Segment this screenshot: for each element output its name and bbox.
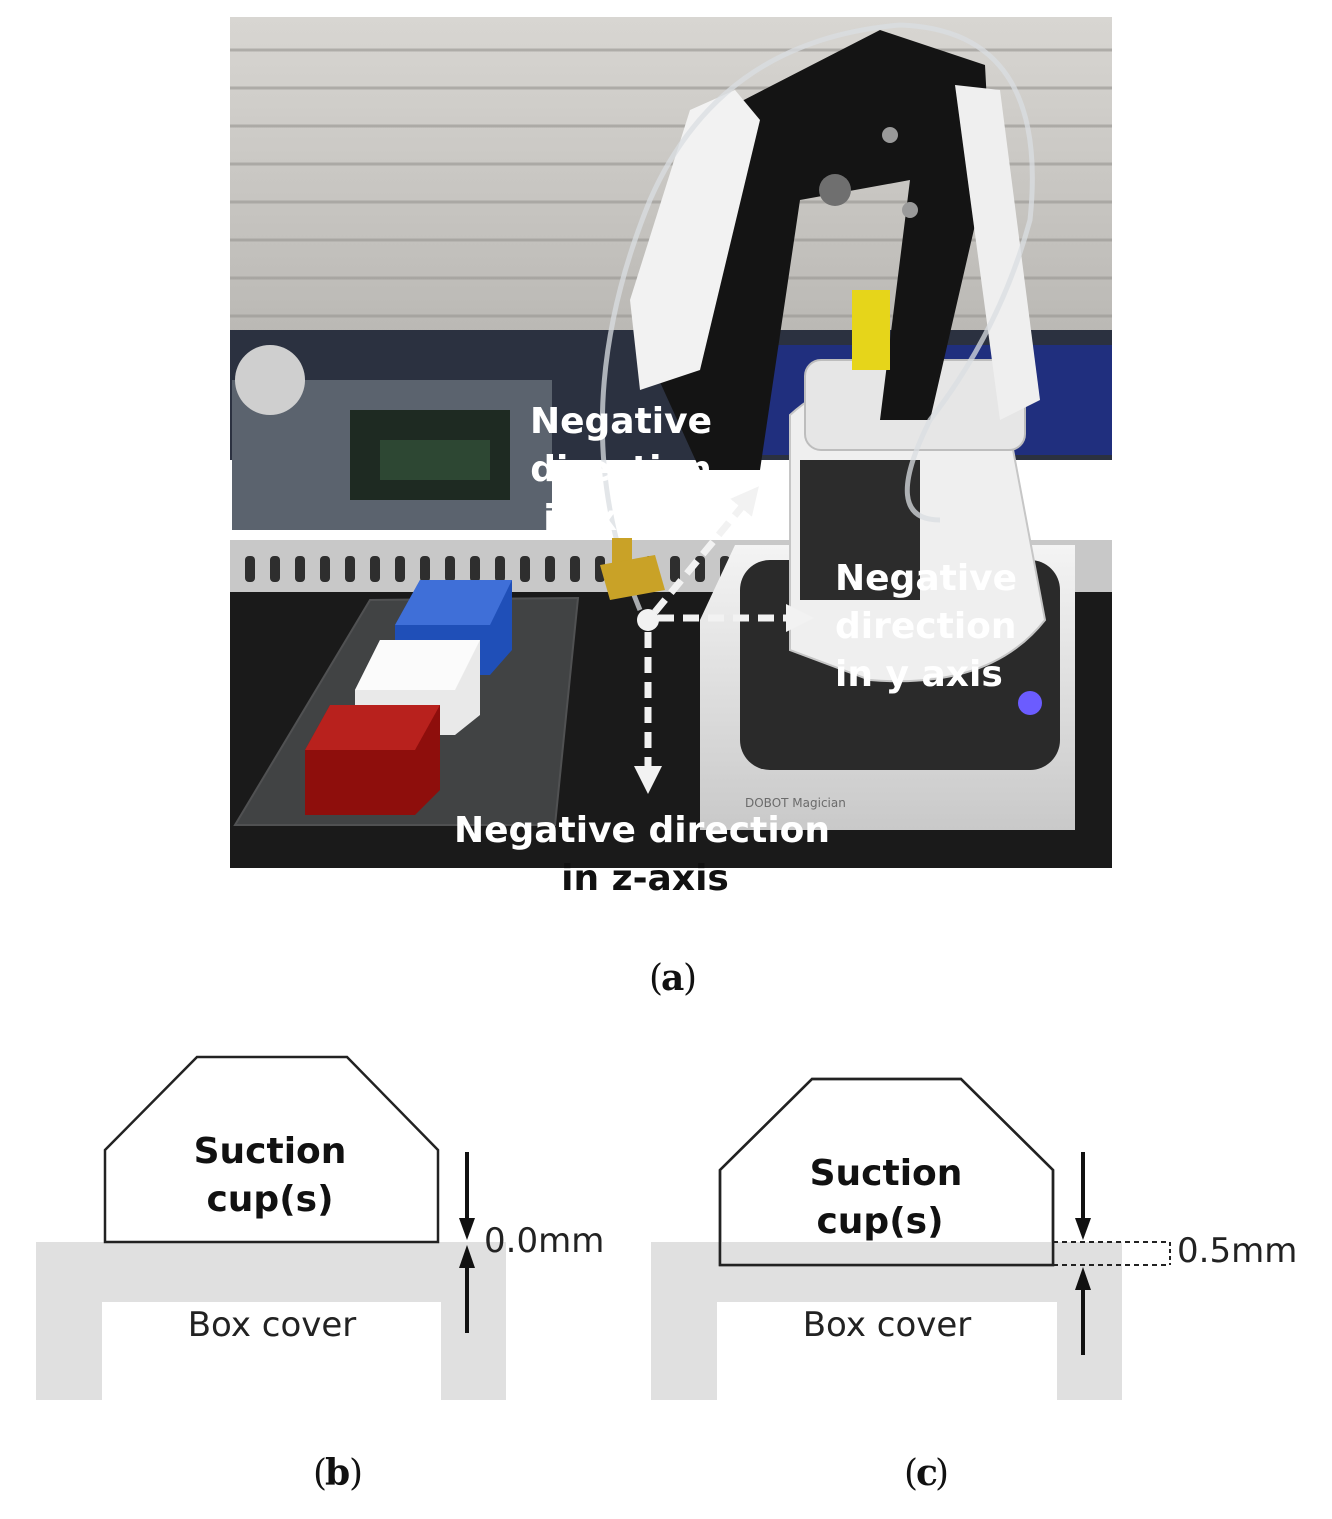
z-axis-label-line2: in z-axis [561,858,729,899]
y-axis-label: Negative direction in y axis [835,558,1017,695]
overlap-region-c [721,1242,1052,1264]
caption-b: ( b ) [313,1452,363,1494]
caption-b-open: ( [313,1453,327,1494]
suction-cup-label-c-line1: Suction [810,1153,963,1194]
x-axis-label-line3: in x axis [543,498,711,539]
box-cover-label-b: Box cover [188,1305,357,1345]
y-axis-label-line3: in y axis [835,654,1003,695]
origin-point [637,609,659,631]
x-axis-label-line2: direction [530,449,712,490]
caption-a-letter: a [661,957,684,999]
gap-label-c: 0.5mm [1177,1231,1297,1271]
caption-a-close: ) [683,958,697,999]
caption-a-open: ( [649,958,663,999]
suction-cup-label-b-line2: cup(s) [206,1179,333,1220]
box-cover-c [651,1242,1122,1400]
gap-label-b: 0.0mm [484,1221,604,1261]
caption-a: ( a ) [649,957,697,999]
block-red [305,705,440,815]
panel-b: Box cover Suction cup(s) 0.0mm [36,1055,604,1400]
suction-cup-label-b-line1: Suction [194,1131,347,1172]
caption-c: ( c ) [904,1452,949,1494]
x-axis-label: Negative direction in x axis [530,401,712,539]
gap-arrowhead-top-b [459,1218,475,1240]
gap-arrowhead-bottom-c [1075,1267,1091,1290]
robot-base-label: DOBOT Magician [745,796,846,810]
panel-c: Box cover Suction cup(s) 0.5mm [651,1077,1297,1400]
caption-c-close: ) [935,1453,949,1494]
gripper [600,538,665,600]
y-axis-label-line1: Negative [835,558,1017,599]
y-axis-label-line2: direction [835,606,1017,647]
box-cover-label-c: Box cover [803,1305,972,1345]
caption-c-letter: c [916,1452,938,1494]
z-axis-label-line1: Negative direction [454,810,830,851]
z-axis-label: Negative direction in z-axis [454,810,830,899]
caption-c-open: ( [904,1453,918,1494]
axis-arrows [634,486,814,794]
caption-b-letter: b [325,1452,350,1494]
x-axis-label-line1: Negative [530,401,712,442]
suction-cup-label-c-line2: cup(s) [816,1201,943,1242]
gap-arrowhead-bottom-b [459,1245,475,1268]
caption-b-close: ) [349,1453,363,1494]
robot-arm [630,30,1040,470]
box-cover-b [36,1242,506,1400]
suction-cup-b [103,1055,440,1244]
gap-arrowhead-top-c [1075,1218,1091,1240]
robot-photo: DOBOT Magician [230,17,1112,868]
